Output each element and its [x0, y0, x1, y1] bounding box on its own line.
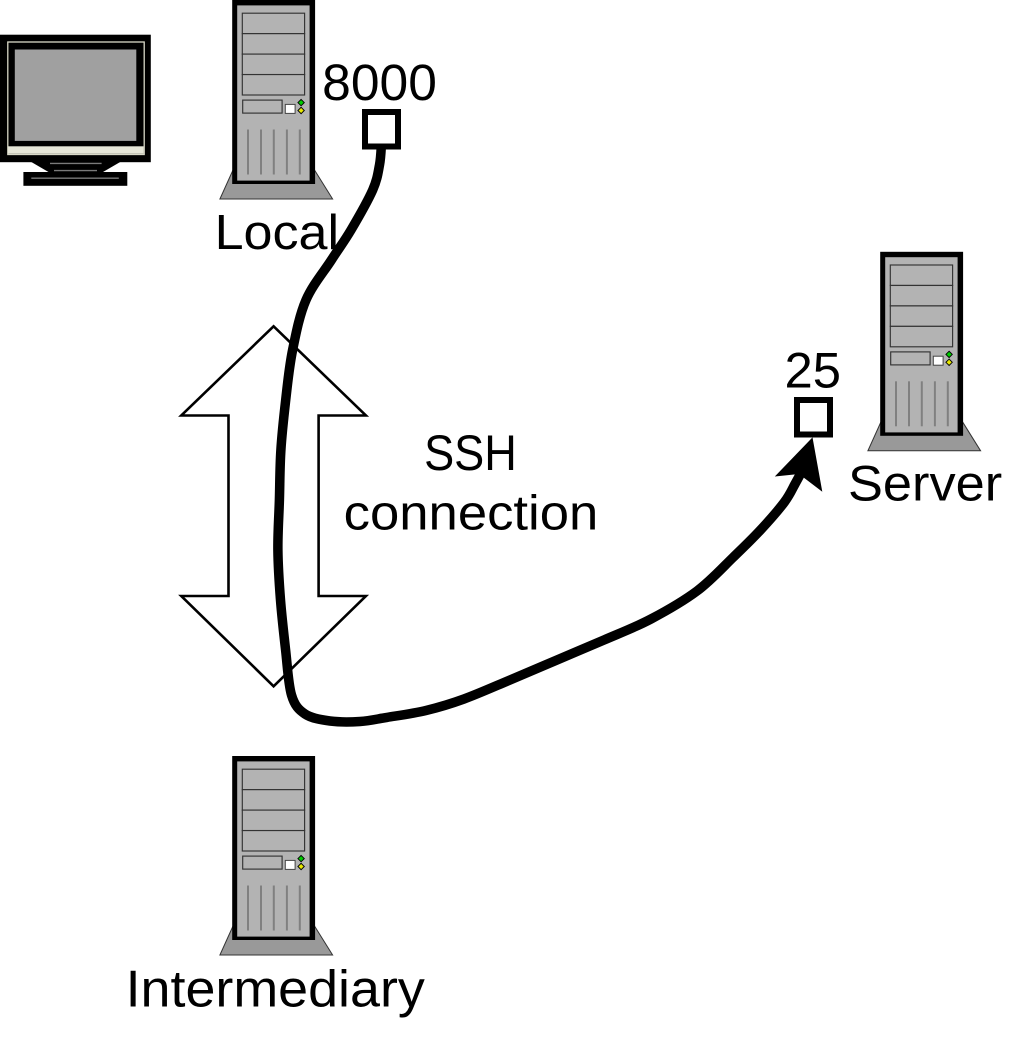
svg-text:Server: Server	[848, 456, 1002, 512]
svg-text:8000: 8000	[322, 54, 437, 111]
svg-text:SSH: SSH	[424, 425, 517, 481]
svg-text:Intermediary: Intermediary	[126, 959, 425, 1017]
svg-text:25: 25	[785, 342, 842, 398]
svg-text:connection: connection	[344, 486, 599, 541]
svg-text:Local: Local	[215, 206, 340, 260]
